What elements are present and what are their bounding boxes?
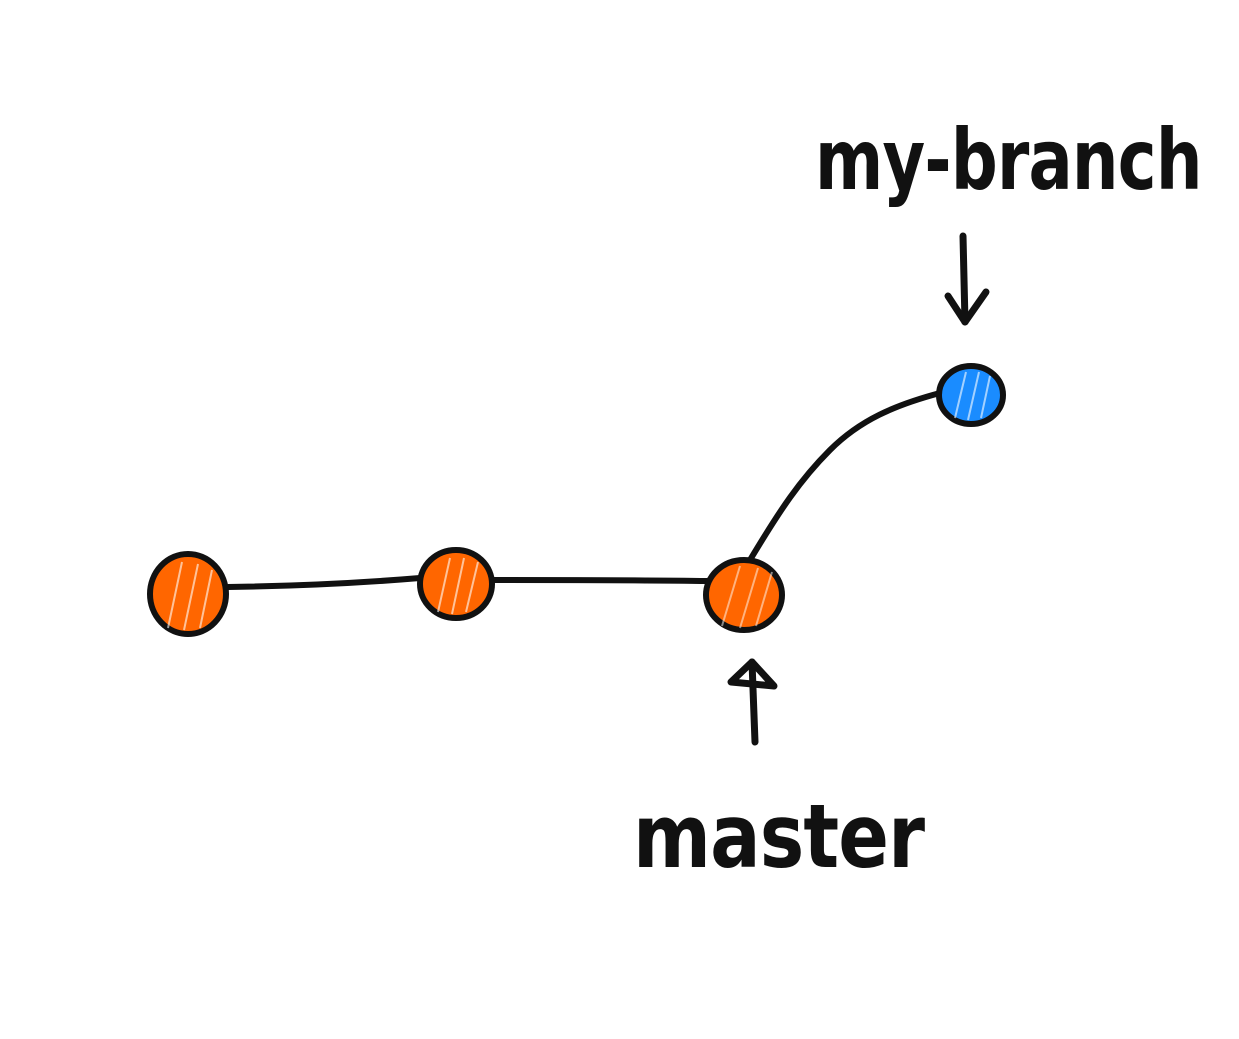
edge-commit2-commit3 <box>490 577 711 584</box>
commit-node <box>147 551 229 637</box>
commit-node <box>417 547 495 621</box>
branch-label-my-branch: my-branch <box>815 111 1202 209</box>
down-arrow-icon <box>944 232 990 326</box>
branch-label-master: master <box>633 785 925 888</box>
commit-node-my-branch <box>936 363 1006 427</box>
commit-node-master <box>703 557 785 633</box>
edge-commit3-branch-commit <box>747 390 943 563</box>
edge-commit1-commit2 <box>225 575 423 590</box>
up-arrow-icon <box>727 658 778 746</box>
